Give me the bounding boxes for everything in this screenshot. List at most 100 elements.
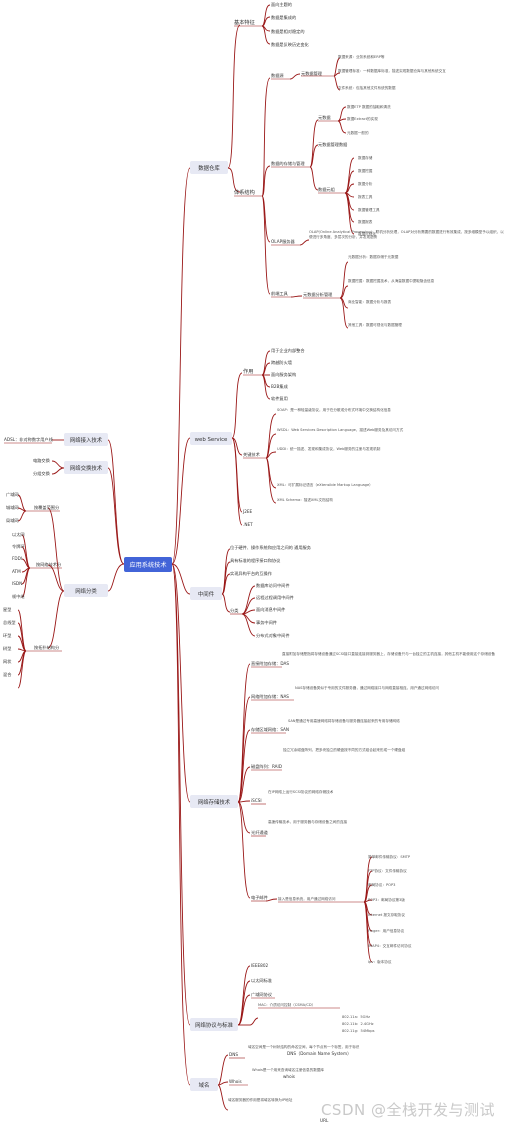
topic-network-class-label: 网络分类 xyxy=(75,587,97,595)
watermark: CSDN @全栈开发与测试 xyxy=(320,1101,495,1119)
topic-network-access-label: 网络接入技术 xyxy=(70,436,103,444)
dw-storage-b: 元数据管理数据 xyxy=(318,141,347,148)
ws-tech-item: UDDI：统一描述、发现和集成协议，Web服务的注册与发现机制 xyxy=(277,447,380,451)
root-label: 应用系统技术 xyxy=(129,561,166,569)
ws-j2ee: J2EE xyxy=(242,509,253,514)
ns-raid-text: 独立冗余磁盘阵列，把多块独立的硬盘按不同的方式组合起来形成一个硬盘组 xyxy=(283,748,405,752)
topic-network-switching-label: 网络交换技术 xyxy=(70,464,103,472)
nc-item: 令牌环 xyxy=(12,543,25,550)
topic-data-warehouse[interactable]: 数据仓库 xyxy=(190,161,228,174)
ns-fc-text: 高速传输技术，用于服务器与存储设备之间的连接 xyxy=(268,820,347,824)
nc-item: 广域网 xyxy=(6,491,19,498)
dm-whois-text: Whois是一个用来查询域名注册信息的数据库 xyxy=(252,1068,324,1072)
topic-network-storage-label: 网络存储技术 xyxy=(198,798,231,806)
ws-role-item: 软件复用 xyxy=(271,395,288,402)
ws-role-item: 用于企业内部整合 xyxy=(271,347,305,354)
nsw-item: 分组交换 xyxy=(33,470,51,477)
ns-raid-label: 磁盘阵列：RAID xyxy=(251,763,282,770)
ws-tech-item: XML Schema：描述XML文档结构 xyxy=(277,498,333,502)
nc-item: 帧中继 xyxy=(12,593,25,600)
dw-source-sub: 元数据管理 xyxy=(301,70,323,77)
topic-network-protocol[interactable]: 网络协议与标准 xyxy=(190,1018,238,1031)
ws-tech-item: WSDL：Web Services Description Language，描… xyxy=(277,428,403,432)
dw-storage-label: 数据的存储与管理 xyxy=(271,160,305,167)
ws-tech-label: 关键技术 xyxy=(243,451,261,458)
topic-web-service-label: web Service xyxy=(195,437,228,443)
dw-storage-c: 数据元组 xyxy=(318,186,335,193)
dw-tools-item: 数据挖掘：数据挖掘技术，从海量数据中提取隐含信息 xyxy=(348,279,434,283)
dw-tools-sub: 元数据分析管理 xyxy=(303,291,333,298)
dm-whois-label: Whois xyxy=(229,1079,242,1084)
nc-item: 星型 xyxy=(3,606,11,612)
dw-tools-item: 商业智能：数据分析与报表 xyxy=(348,300,391,304)
dw-tools-label: 前端工具 xyxy=(271,290,289,297)
nc-item: ATM xyxy=(12,569,21,574)
topic-network-storage[interactable]: 网络存储技术 xyxy=(190,795,238,808)
nc-item: 以太网 xyxy=(12,531,25,538)
ns-email-item: POP3：邮局协议第3版 xyxy=(368,897,405,902)
ns-email-item: Internet 报文存取协议 xyxy=(368,912,405,917)
ws-net: .NET xyxy=(243,522,253,527)
ws-tech-item: SOAP：是一种轻量级协议，用于在分散或分布式环境中交换结构化信息 xyxy=(277,408,391,412)
ns-email-sub: 接入是信息系统，用户通过网络访问 xyxy=(278,896,336,901)
nc-item: 城域网 xyxy=(6,504,19,511)
topic-domain[interactable]: 域名 xyxy=(190,1078,218,1091)
nc-item: 网状 xyxy=(3,658,12,665)
mw-class-item: 事务中间件 xyxy=(256,619,277,626)
mw-class-item: 远程过程调用中间件 xyxy=(256,594,294,601)
nc-item: 局域网 xyxy=(6,517,19,524)
dw-basic-item: 面向主题的 xyxy=(271,1,292,8)
root-node[interactable]: 应用系统技术 xyxy=(124,557,172,572)
topic-domain-label: 域名 xyxy=(199,1081,210,1089)
ns-san-text: SAN是通过专用高速网络将存储设备与服务器连接起来的专用存储网络 xyxy=(288,719,400,723)
dm-third-text: 域名服务器的作用是将域名转换为IP地址 xyxy=(228,1098,292,1102)
topic-network-protocol-label: 网络协议与标准 xyxy=(195,1021,233,1029)
dw-basic-item: 数据是集成的 xyxy=(271,14,296,21)
na-item: ADSL：非对称数字用户线 xyxy=(4,436,54,443)
np-item: IEEE802 xyxy=(251,963,269,968)
dw-basic-label: 基本特征 xyxy=(234,18,255,26)
np-item: 广域网协议 xyxy=(251,991,273,998)
topic-middleware[interactable]: 中间件 xyxy=(190,587,222,600)
dm-url: URL xyxy=(320,1118,329,1123)
ns-das-text: 直接附加存储是指将存储设备通过SCSI接口直接连接到服务器上，存储设备只与一台独… xyxy=(282,652,495,656)
ws-tech-item: XML：可扩展标记语言（eXtensible Markup Language） xyxy=(277,483,373,487)
mw-class-item: 数据库访问中间件 xyxy=(256,582,290,589)
dw-basic-item: 数据是反映历史变化 xyxy=(271,41,310,48)
topic-network-class[interactable]: 网络分类 xyxy=(64,584,108,597)
np-item: 以太网标准 xyxy=(251,977,272,984)
ns-email-item: Ipv：版本协议 xyxy=(368,959,392,964)
np-wifi: 802.11a：5GHz xyxy=(342,1015,370,1019)
ns-email-item: IMAP4：交互邮件访问协议 xyxy=(368,943,412,948)
dw-source-label: 数据源 xyxy=(271,72,284,79)
dw-storage-c-item: 数据挖掘 xyxy=(358,168,373,173)
ns-san-label: 存储区域网络：SAN xyxy=(251,726,289,733)
np-wifi: 802.11g：54Mbps xyxy=(342,1029,375,1033)
ns-nas-label: 网络附加存储：NAS xyxy=(251,693,289,700)
np-wifi: 802.11b：2.4GHz xyxy=(342,1022,374,1026)
mw-def: 具有标准的程序接口和协议 xyxy=(230,557,281,564)
dw-storage-c-item: 数据存储 xyxy=(358,155,373,160)
nc-item: 总线型 xyxy=(3,619,16,625)
ws-role-item: 面向服务架构 xyxy=(271,371,296,378)
ns-email-item: Finger：用户信息协议 xyxy=(368,928,405,933)
dw-olap-label: OLAP服务器 xyxy=(271,238,295,245)
dw-source-item: 数据来源：业务系统和ERP等 xyxy=(338,54,385,59)
ns-nas-text: NAS存储设备类似于专用的文件服务器，通过网络接口与网络直接相连，用户通过网络访… xyxy=(295,686,439,690)
ns-email-item: 邮局协议：POP3 xyxy=(368,882,395,887)
topic-network-access[interactable]: 网络接入技术 xyxy=(64,433,108,446)
dm-dns-term: DNS（Domain Name System） xyxy=(287,1051,351,1056)
ns-email-label: 电子邮件 xyxy=(251,894,268,901)
dw-storage-c-item: 数据分析 xyxy=(358,181,373,186)
dm-whois-term: whois xyxy=(283,1074,295,1079)
nc-group-label: 按网络技术分 xyxy=(36,561,62,568)
dw-structure-label: 体系结构 xyxy=(234,188,255,196)
dw-basic-item: 数据是相对稳定的 xyxy=(271,28,305,35)
mw-def: 位于硬件、操作系统和应用之间的 通用服务 xyxy=(230,544,312,551)
topic-web-service[interactable]: web Service xyxy=(190,432,232,445)
topic-network-switching[interactable]: 网络交换技术 xyxy=(64,461,108,474)
topic-middleware-label: 中间件 xyxy=(198,590,215,598)
dw-olap-text: OLAP(Online Analytical Processing)：联机分析处… xyxy=(309,230,504,239)
ns-fc-label: 光纤通道 xyxy=(251,829,269,836)
